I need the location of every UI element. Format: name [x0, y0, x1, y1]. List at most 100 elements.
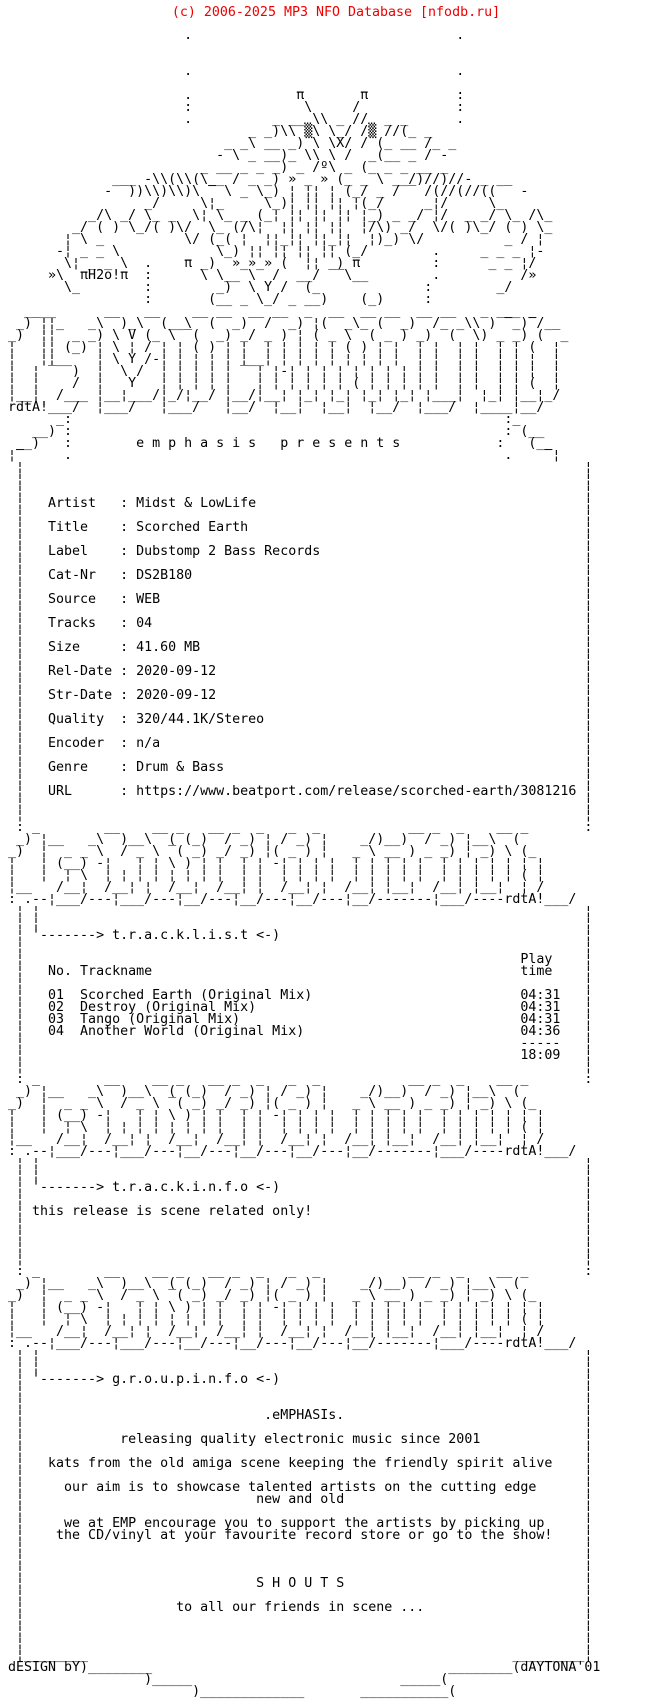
release-field-quality: ¦ Quality : 320/44.1K/Stereo ¦ [0, 712, 593, 727]
ascii-banner-emphasis-large: ¦ ¦ ‾ ) ¦ \ / ¦ ¦ ¦ ¦ ¦ ‾ ¦ ¦-¦ ¦ ¦ ¦ ¦ … [0, 364, 561, 379]
ascii-banner-emphasis-small: ¦ ¦ (__) -¦ ¦ ¦ \ ) ¦ ¦ ¦ ¦ -¦ ¦ ¦ ¦ ¦ ¦… [0, 856, 545, 871]
ascii-water-logo: »\ πH2o!π : \ \__ \ / __/ ‾‾\__ . /» [0, 268, 537, 283]
ascii-banner-emphasis-large: ¦ ¦¦ (_) ¦ \ ¦ / ¦ ¦ ( ) ¦ ¦ ¦ ¦ ¦ ¦ ¦ (… [0, 340, 561, 355]
groupinfo-line: ¦ the CD/vinyl at your favourite record … [0, 1528, 593, 1543]
release-field-label: ¦ Label : Dubstomp 2 Bass Records ¦ [0, 544, 593, 559]
release-field-source: ¦ Source : WEB ¦ [0, 592, 593, 607]
nfo-line: ¦ ¦ [0, 772, 593, 787]
nfo-line: ¦ ¦ [0, 652, 593, 667]
ascii-water-logo: -¦ _ _ \ \_) ¦¦ ¦¦ ¦¦ ¦¦ (_/ . _ _ _ ¦- [0, 244, 545, 259]
groupinfo-line: ¦ S H O U T S ¦ [0, 1576, 593, 1591]
nfo-line: ¦ ¦ ¦ [0, 1360, 593, 1375]
ascii-banner-emphasis-small: _)‾¦__ _\‾‾)__\‾‾(‾(_)‾‾/‾_)‾¦ /‾_)‾¦ _/… [0, 832, 529, 847]
ascii-banner-emphasis-small: : .--¦___/---¦___/---¦__/---¦__/---¦__/-… [0, 892, 577, 907]
nfo-line: ¦ ¦ [0, 556, 593, 571]
nfo-line: ¦ ¦ [0, 1540, 593, 1555]
ascii-water-logo: . _ __ \\ _ // _ _ . [0, 112, 465, 127]
nfo-line: ¦ ¦ [0, 1420, 593, 1435]
nfo-line: ¦ ¦ [0, 1444, 593, 1459]
nfo-line: ¦ ¦ ¦ [0, 1156, 593, 1171]
track-row: ¦ 04 Another World (Original Mix) 04:36 … [0, 1024, 593, 1039]
nfo-line: ¦ ¦ [0, 1240, 593, 1255]
nfo-line: ¦ ¦ [0, 724, 593, 739]
ascii-water-logo: . π π : [0, 88, 465, 103]
tracklist-total-time: ¦ 18:09 ¦ [0, 1048, 593, 1063]
presents-frame: ¦‾ . . ‾¦ [0, 448, 561, 463]
presents-frame: __)‾: :‾(__ [0, 424, 545, 439]
footer-credits: )_____ _____( [0, 1672, 449, 1687]
groupinfo-line: ¦ new and old ¦ [0, 1492, 593, 1507]
nfo-line: ¦ ¦ [0, 484, 593, 499]
release-field-tracks: ¦ Tracks : 04 ¦ [0, 616, 593, 631]
ascii-banner-emphasis-small: _) ¦ _ _ \ / _ \ ‾( _) _/ _) ¦( _ ) ¦ _ … [0, 1288, 537, 1303]
ascii-water-logo: _ _ -\\(\\(\__ / _ _) » _ » (_ _ \ __/)/… [0, 172, 505, 187]
ascii-banner-emphasis-small: ¦__ /__¦ /__¦ ¦ /__¦ /__¦ ¦ /__¦ ¦ /__¦ … [0, 1324, 545, 1339]
ascii-water-logo: _/ \¦_ \_)¦ ¦¦ ¦¦ ¦(_/ _¦/ \_ [0, 196, 505, 211]
site-header-copyright: (c) 2006-2025 MP3 NFO Database [nfodb.ru… [171, 5, 501, 20]
nfo-line: ¦ ¦ [0, 508, 593, 523]
trackinfo-note: ¦ this release is scene related only! ¦ [0, 1204, 593, 1219]
ascii-banner-emphasis-large: _ __ __ _ [0, 304, 537, 319]
tracklist-total-rule: ¦ ----- ¦ [0, 1036, 593, 1051]
nfo-line: ¦ ¦ [0, 676, 593, 691]
footer-credits: ¦________ _________¦ [0, 1648, 593, 1663]
tracklist-column-header: ¦ No. Trackname time ¦ [0, 964, 593, 979]
nfo-line: ¦ ¦ [0, 1060, 593, 1075]
ascii-banner-emphasis-large: ¦__¦ /___ ¦__¦___/¦_/¦__/ ¦__/¦__¦ ¦_¦ ¦… [0, 388, 561, 403]
presents-frame: : : [0, 412, 513, 427]
ascii-banner-emphasis-small: ¦__ /__¦ /__¦ ¦ /__¦ /__¦ ¦ /__¦ ¦ /__¦ … [0, 1132, 545, 1147]
nfo-line: ¦ ¦ [0, 796, 593, 811]
tracklist-column-header: ¦ Play ¦ [0, 952, 593, 967]
release-field-size: ¦ Size : 41.60 MB ¦ [0, 640, 593, 655]
ascii-water-logo: . . [0, 28, 465, 43]
nfo-line: ¦ ¦ ¦ [0, 1168, 593, 1183]
groupinfo-heading: ¦ '-------> g.r.o.u.p.i.n.f.o <-) ¦ [0, 1372, 593, 1387]
ascii-water-logo: : \ / : [0, 100, 465, 115]
groupinfo-line: ¦ kats from the old amiga scene keeping … [0, 1456, 593, 1471]
release-field-artist: ¦ Artist : Midst & LowLife ¦ [0, 496, 593, 511]
box-transition: : : [0, 820, 593, 835]
nfo-line: ¦ ¦ [0, 604, 593, 619]
nfo-line: ¦ ¦ [0, 748, 593, 763]
release-field-title: ¦ Title : Scorched Earth ¦ [0, 520, 593, 535]
ascii-banner-emphasis-small: ¦ ¦ (__) -¦ ¦ ¦ \ ) ¦ ¦ ¦ ¦ -¦ ¦ ¦ ¦ ¦ ¦… [0, 1300, 545, 1315]
ascii-banner-emphasis-small: ¦ ¦ ¦ \ ¦ ¦ ¦ ¦ ¦ ¦ ¦ ¦ ¦ ¦ ¦ ¦ ¦ ¦ ¦ ¦ … [0, 868, 545, 883]
ascii-water-logo: _/ ( ) \_/( )\/ \_ (/\¦ ¦¦ ¦¦ ¦¦ ¦/\) _/… [0, 220, 553, 235]
nfo-line: ¦ ¦ [0, 1624, 593, 1639]
release-field-rel-date: ¦ Rel-Date : 2020-09-12 ¦ [0, 664, 593, 679]
ascii-water-logo: - \ _ __)_ \\ \ / _(__ _ / - [0, 148, 449, 163]
nfo-line: ¦ ¦ [0, 472, 593, 487]
ascii-banner-emphasis-small: : .--¦___/---¦___/---¦__/---¦__/---¦__/-… [0, 1336, 577, 1351]
tracklist-heading: ¦ '-------> t.r.a.c.k.l.i.s.t <-) ¦ [0, 928, 593, 943]
ascii-banner-emphasis-large: rdtA!___/ ¦___/ ¦___/ ¦__/ ¦__¦ ¦__¦ ¦__… [0, 400, 545, 415]
nfo-line: ¦ ¦ [0, 628, 593, 643]
nfo-line: ¦ ¦ [0, 1612, 593, 1627]
nfo-line: ¦ ¦ [0, 1588, 593, 1603]
nfo-line: ¦ ¦ [0, 1636, 593, 1651]
ascii-water-logo: _ _)\\ ▒\ \_/ /▒ //(_ _ [0, 124, 433, 139]
track-row: ¦ 01 Scorched Earth (Original Mix) 04:31… [0, 988, 593, 1003]
nfo-line: ¦ ¦ [0, 1468, 593, 1483]
nfo-line: ¦ ¦ [0, 1192, 593, 1207]
nfo-line: ¦ ¦ [0, 1252, 593, 1267]
release-field-str-date: ¦ Str-Date : 2020-09-12 ¦ [0, 688, 593, 703]
ascii-banner-emphasis-large: _)‾¦¦_ _\‾‾)_\‾‾(__\‾‾(‾‾_)‾‾/‾‾_)‾¦(‾‾_… [0, 316, 553, 331]
nfo-line: ¦ ¦ [0, 1228, 593, 1243]
ascii-banner-emphasis-small: ¦__ /__¦ /__¦ ¦ /__¦ /__¦ ¦ /__¦ ¦ /__¦ … [0, 880, 545, 895]
nfo-line: ¦ ¦ [0, 1384, 593, 1399]
nfo-line: ¦ ¦ [0, 940, 593, 955]
nfo-line: ¦ ¦ [0, 1396, 593, 1411]
groupinfo-line: ¦ releasing quality electronic music sin… [0, 1432, 593, 1447]
box-transition: : : [0, 1264, 593, 1279]
footer-credits: dESIGN bY)________ ________(dAYTONA'01 [0, 1660, 601, 1675]
ascii-water-logo: ¦ \ _ \/ (_( ¦ ¦¦_¦¦ ¦¦_¦¦ ¦)_) \/ _ / ¦ [0, 232, 545, 247]
release-field-genre: ¦ Genre : Drum & Bass ¦ [0, 760, 593, 775]
nfo-document: . . . . . π π : : \ / [0, 28, 672, 1698]
nfo-line: ¦ ¦ [0, 1552, 593, 1567]
release-field-encoder: ¦ Encoder : n/a ¦ [0, 736, 593, 751]
release-field-cat-nr: ¦ Cat-Nr : DS2B180 ¦ [0, 568, 593, 583]
nfo-line: ¦ ¦ ¦ [0, 916, 593, 931]
groupinfo-line: ¦ .eMPHASIs. ¦ [0, 1408, 593, 1423]
ascii-water-logo: - ‾))\\)\\)\ ‾ \ _ \_) ¦ ¦¦ ¦ (_/ _ / ‾ … [0, 184, 529, 199]
